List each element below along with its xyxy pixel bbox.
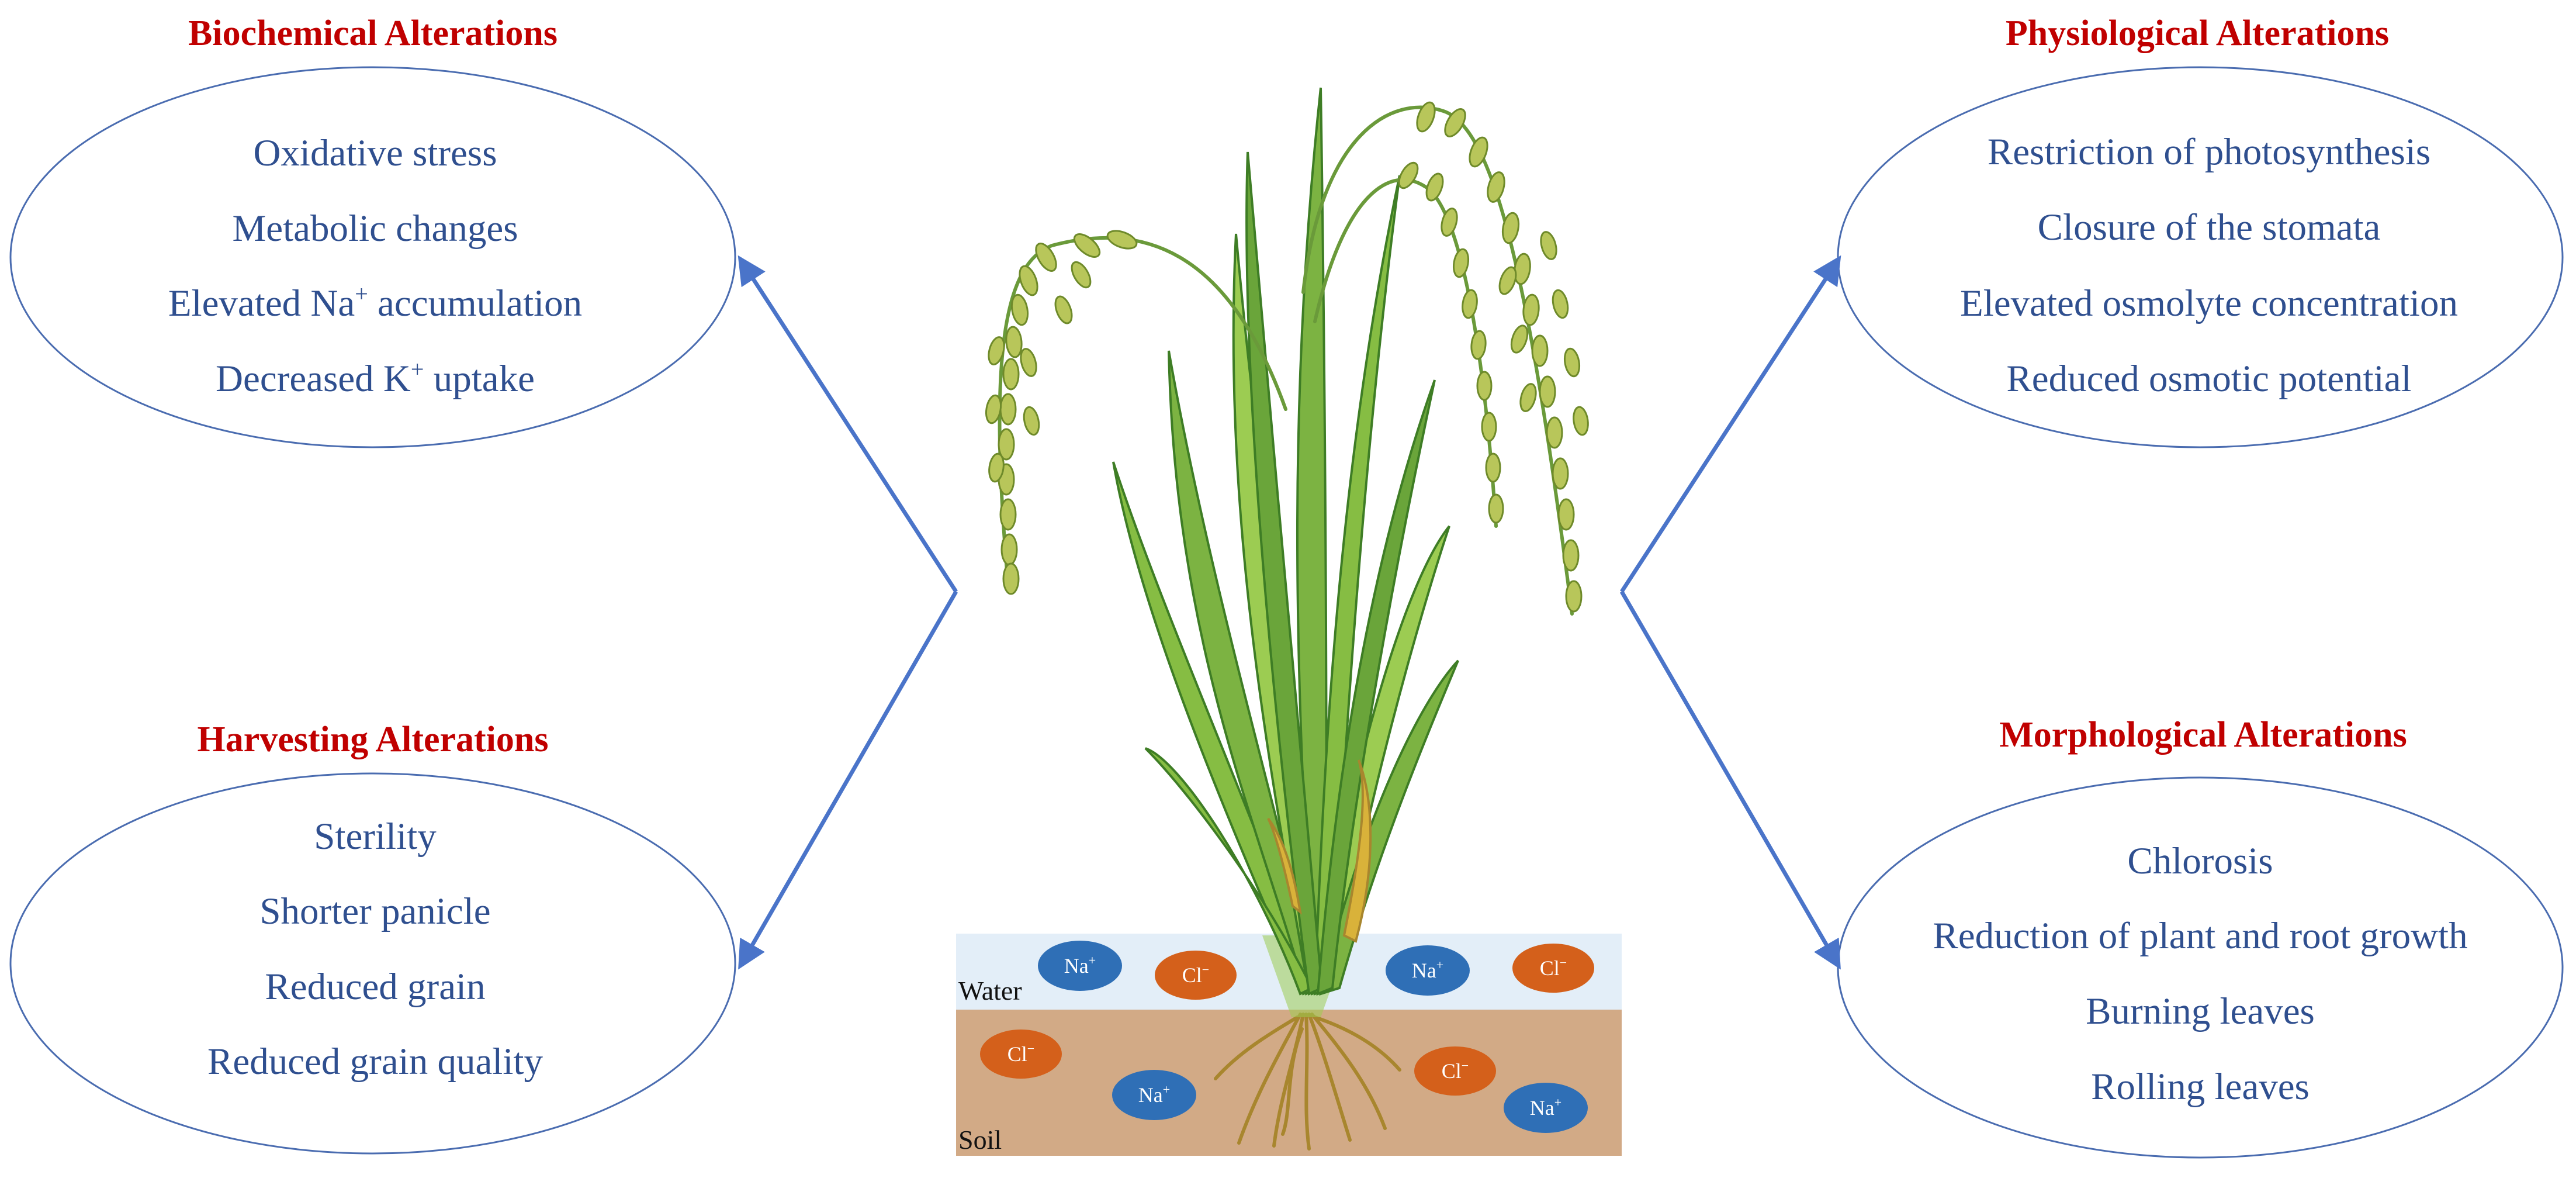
biochemical-ellipse [9, 66, 736, 448]
svg-text:Cl−: Cl− [1007, 1041, 1034, 1066]
rice-grains [985, 101, 1589, 613]
harvesting-item-2: Shorter panicle [259, 890, 490, 932]
cl-ion: Cl− [1512, 944, 1594, 993]
physiological-item-2: Closure of the stomata [2038, 206, 2381, 248]
morphological-item-1: Chlorosis [2127, 840, 2273, 882]
physiological-heading: Physiological Alterations [2006, 13, 2389, 53]
physiological-item-3: Elevated osmolyte concentration [1960, 282, 2458, 324]
na-ion: Na+ [1038, 941, 1122, 991]
cl-ion: Cl− [1414, 1046, 1496, 1096]
biochemical-item-1: Oxidative stress [253, 132, 497, 174]
harvesting-ellipse [9, 772, 736, 1155]
panicle-stalks [998, 105, 1574, 616]
arrow-to-morphological [1619, 590, 1841, 970]
svg-text:Na+: Na+ [1138, 1082, 1170, 1107]
rice-plant-icon [985, 87, 1589, 1151]
leaves [1112, 87, 1459, 996]
svg-text:Cl−: Cl− [1182, 962, 1209, 987]
biochemical-item-3: Elevated Na+ accumulation [168, 281, 582, 324]
morphological-item-3: Burning leaves [2086, 990, 2315, 1032]
cl-ion: Cl− [1155, 951, 1237, 1000]
arrow-to-physiological [1620, 255, 1841, 593]
cl-ion: Cl− [980, 1030, 1062, 1079]
roots [1214, 1013, 1401, 1151]
na-ion: Na+ [1112, 1070, 1196, 1120]
morphological-item-2: Reduction of plant and root growth [1933, 915, 2467, 957]
svg-text:Cl−: Cl− [1540, 955, 1567, 980]
harvesting-heading: Harvesting Alterations [198, 720, 549, 759]
arrow-to-biochemical [738, 255, 958, 593]
na-ion: Na+ [1504, 1083, 1588, 1133]
svg-text:Na+: Na+ [1530, 1095, 1561, 1120]
svg-text:Na+: Na+ [1412, 958, 1443, 982]
harvesting-item-1: Sterility [314, 816, 437, 858]
physiological-item-1: Restriction of photosynthesis [1988, 131, 2430, 173]
biochemical-item-4: Decreased K+ uptake [216, 356, 535, 400]
soil-label: Soil [958, 1125, 1002, 1155]
harvesting-item-4: Reduced grain quality [207, 1041, 543, 1083]
ions: Na+ Cl− Na+ Cl− Cl− Na+ Cl− Na+ [980, 941, 1594, 1133]
morphological-item-4: Rolling leaves [2091, 1066, 2310, 1108]
svg-text:Na+: Na+ [1064, 953, 1096, 977]
water-label: Water [958, 976, 1022, 1006]
harvesting-item-3: Reduced grain [265, 966, 485, 1008]
na-ion: Na+ [1386, 945, 1470, 996]
biochemical-item-2: Metabolic changes [232, 208, 518, 250]
physiological-item-4: Reduced osmotic potential [2006, 358, 2411, 400]
arrow-to-harvesting [738, 590, 958, 970]
morphological-heading: Morphological Alterations [1999, 715, 2407, 755]
connector-arrows [738, 255, 1841, 970]
svg-text:Cl−: Cl− [1442, 1058, 1469, 1083]
biochemical-heading: Biochemical Alterations [188, 13, 558, 53]
